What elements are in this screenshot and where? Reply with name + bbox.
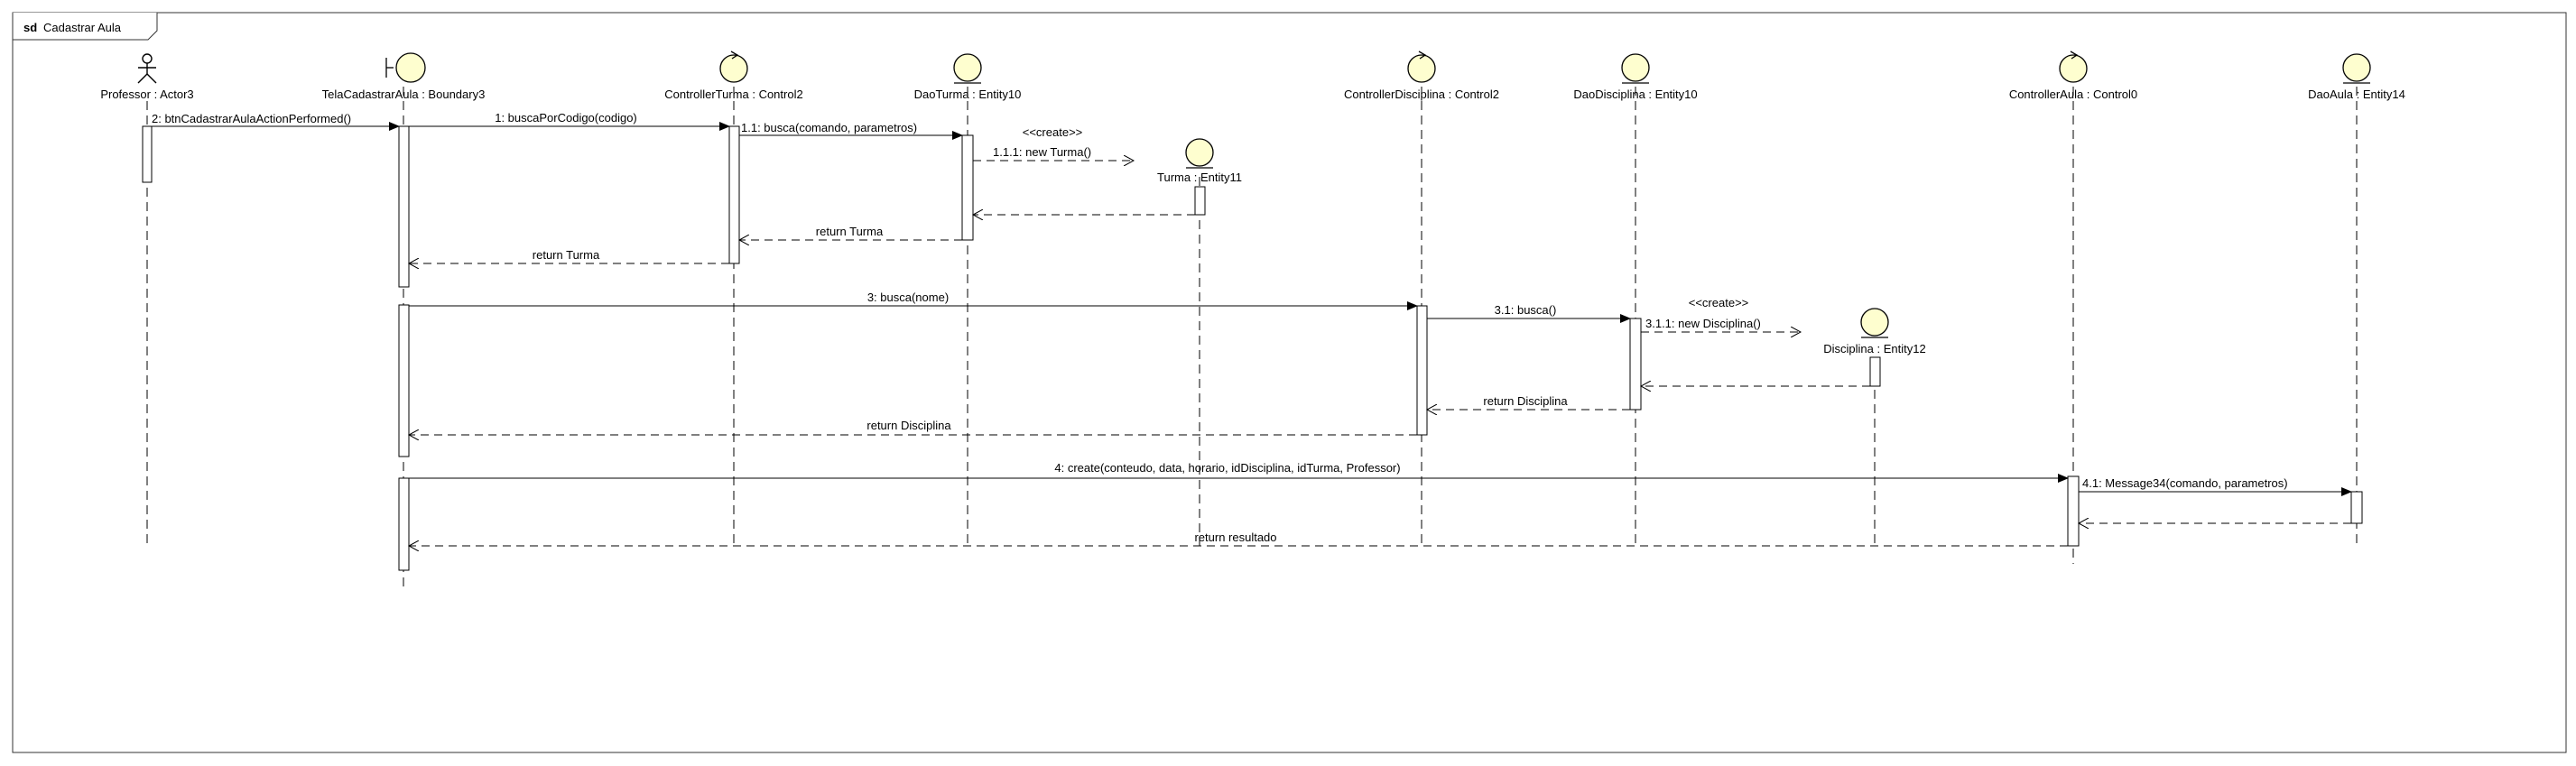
activation-tela-3 bbox=[398, 477, 410, 571]
participant-label: Professor : Actor3 bbox=[100, 88, 193, 101]
activation-disc bbox=[1869, 356, 1881, 387]
message-label: 2: btnCadastrarAulaActionPerformed() bbox=[152, 112, 351, 125]
message-create-aula[interactable]: 4: create(conteudo, data, horario, idDis… bbox=[409, 461, 2069, 483]
activations bbox=[142, 125, 2363, 571]
message-stereotype: <<create>> bbox=[1023, 125, 1083, 139]
participant-label: ControllerDisciplina : Control2 bbox=[1344, 88, 1499, 101]
message-return-disc-ctrl[interactable]: return Disciplina bbox=[409, 419, 1417, 435]
activation-tela-1 bbox=[398, 125, 410, 288]
message-label: return Disciplina bbox=[866, 419, 951, 432]
message-busca-disc[interactable]: 3.1: busca() bbox=[1427, 303, 1631, 323]
message-label: return Disciplina bbox=[1483, 394, 1568, 408]
message-label: 4.1: Message34(comando, parametros) bbox=[2082, 476, 2288, 490]
activation-dao-disc bbox=[1629, 318, 1642, 411]
participant-turma[interactable]: Turma : Entity11 bbox=[1157, 138, 1242, 184]
message-label: 3.1.1: new Disciplina() bbox=[1645, 317, 1761, 330]
entity-icon bbox=[2342, 53, 2371, 84]
message-return-turma-dao[interactable]: return Turma bbox=[739, 225, 962, 240]
participant-label: Disciplina : Entity12 bbox=[1823, 342, 1925, 355]
message-stereotype: <<create>> bbox=[1689, 296, 1749, 309]
activation-professor bbox=[142, 125, 153, 183]
message-busca-nome[interactable]: 3: busca(nome) bbox=[409, 291, 1418, 310]
participant-dao-turma[interactable]: DaoTurma : Entity10 bbox=[914, 53, 1022, 101]
frame-keyword: sd bbox=[23, 21, 37, 34]
messages: 2: btnCadastrarAulaActionPerformed() 1: … bbox=[152, 111, 2352, 546]
actor-icon bbox=[137, 53, 157, 84]
participant-ctrl-aula[interactable]: ControllerAula : Control0 bbox=[2009, 51, 2137, 101]
message-label: 1.1.1: new Turma() bbox=[993, 145, 1091, 159]
participant-tela[interactable]: TelaCadastrarAula : Boundary3 bbox=[322, 52, 486, 101]
message-return-resultado[interactable]: return resultado bbox=[409, 531, 2068, 546]
message-label: 3: busca(nome) bbox=[867, 291, 949, 304]
participant-disc[interactable]: Disciplina : Entity12 bbox=[1823, 308, 1926, 355]
participant-dao-disc[interactable]: DaoDisciplina : Entity10 bbox=[1573, 53, 1698, 101]
participant-label: ControllerTurma : Control2 bbox=[664, 88, 802, 101]
message-label: 4: create(conteudo, data, horario, idDis… bbox=[1054, 461, 1400, 475]
frame-title: Cadastrar Aula bbox=[43, 21, 122, 34]
message-busca-por-codigo[interactable]: 1: buscaPorCodigo(codigo) bbox=[409, 111, 730, 131]
message-label: 1: buscaPorCodigo(codigo) bbox=[495, 111, 637, 125]
participant-label: DaoDisciplina : Entity10 bbox=[1573, 88, 1697, 101]
participant-dao-aula[interactable]: DaoAula : Entity14 bbox=[2308, 53, 2405, 101]
control-icon bbox=[2059, 51, 2088, 83]
frame: sd Cadastrar Aula bbox=[12, 12, 2567, 753]
message-label: return Turma bbox=[816, 225, 884, 238]
activation-dao-turma-1 bbox=[961, 134, 974, 241]
activation-turma bbox=[1194, 186, 1206, 216]
activation-ctrl-disc bbox=[1416, 305, 1428, 436]
control-icon bbox=[719, 51, 748, 83]
entity-icon bbox=[1185, 138, 1214, 169]
participant-label: DaoAula : Entity14 bbox=[2308, 88, 2405, 101]
participant-ctrl-turma[interactable]: ControllerTurma : Control2 bbox=[664, 51, 803, 101]
control-icon bbox=[1407, 51, 1436, 83]
entity-icon bbox=[1621, 53, 1650, 84]
participant-label: ControllerAula : Control0 bbox=[2009, 88, 2137, 101]
entity-icon bbox=[1860, 308, 1889, 338]
message-message34[interactable]: 4.1: Message34(comando, parametros) bbox=[2079, 476, 2352, 496]
message-label: return resultado bbox=[1194, 531, 1276, 544]
participant-ctrl-disc[interactable]: ControllerDisciplina : Control2 bbox=[1344, 51, 1499, 101]
message-label: 3.1: busca() bbox=[1495, 303, 1557, 317]
entity-icon bbox=[953, 53, 982, 84]
participant-label: TelaCadastrarAula : Boundary3 bbox=[322, 88, 486, 101]
message-label: 1.1: busca(comando, parametros) bbox=[741, 121, 917, 134]
message-btn-cadastrar[interactable]: 2: btnCadastrarAulaActionPerformed() bbox=[152, 112, 400, 131]
activation-ctrl-turma-1 bbox=[728, 125, 740, 264]
participant-label: DaoTurma : Entity10 bbox=[914, 88, 1022, 101]
message-busca-turma[interactable]: 1.1: busca(comando, parametros) bbox=[739, 121, 963, 140]
message-return-disc-dao[interactable]: return Disciplina bbox=[1427, 394, 1630, 410]
message-label: return Turma bbox=[533, 248, 600, 262]
boundary-icon bbox=[385, 52, 426, 83]
message-new-turma[interactable]: <<create>> 1.1.1: new Turma() bbox=[973, 125, 1134, 161]
activation-dao-aula bbox=[2350, 491, 2363, 524]
participant-label: Turma : Entity11 bbox=[1157, 171, 1242, 184]
participant-professor[interactable]: Professor : Actor3 bbox=[100, 53, 194, 101]
activation-tela-2 bbox=[398, 304, 410, 457]
activation-ctrl-aula bbox=[2067, 475, 2080, 547]
message-return-turma-ctrl[interactable]: return Turma bbox=[409, 248, 729, 263]
message-new-disciplina[interactable]: <<create>> 3.1.1: new Disciplina() bbox=[1641, 296, 1801, 332]
